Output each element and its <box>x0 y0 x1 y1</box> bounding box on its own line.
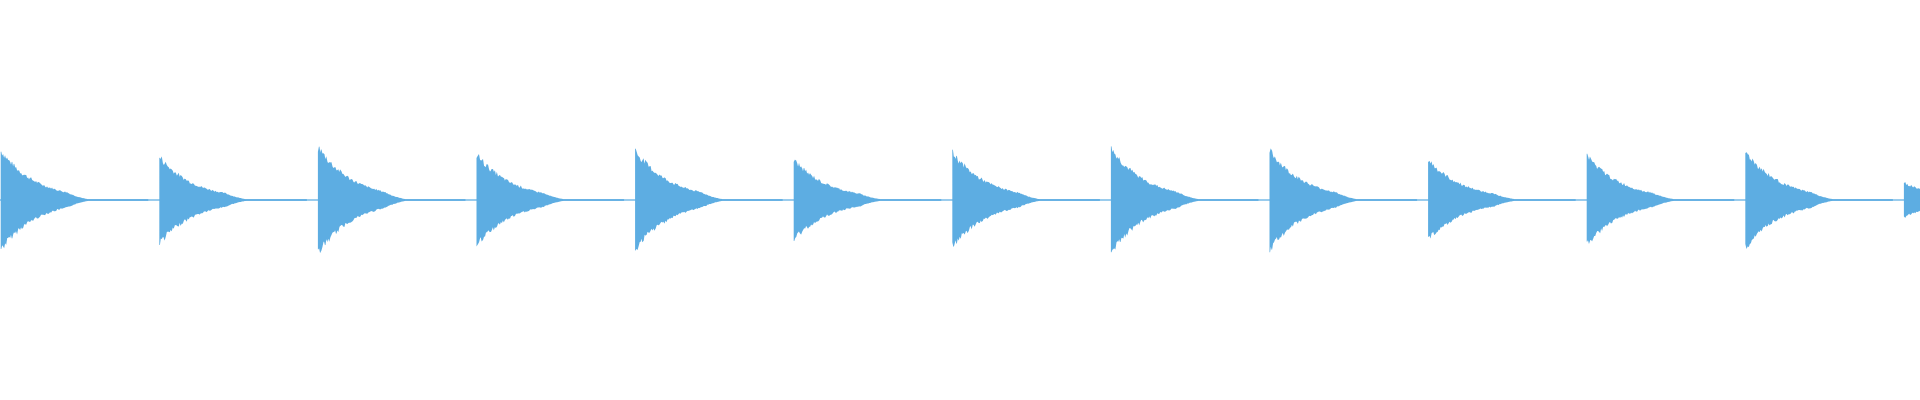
waveform-pulse-10-shape <box>1428 160 1576 239</box>
waveform-pulse-4-shape <box>476 154 625 247</box>
waveform-pulse-5 <box>635 148 783 251</box>
waveform-pulse-8-shape <box>1110 146 1259 253</box>
waveform-pulse-11-shape <box>1586 153 1735 245</box>
waveform-pulse-1 <box>0 151 149 249</box>
waveform-pulse-9 <box>1269 148 1418 253</box>
waveform-pulse-4 <box>476 154 625 247</box>
waveform-pulse-11 <box>1586 153 1735 245</box>
waveform-pulse-10 <box>1428 160 1576 239</box>
waveform-pulse-7-shape <box>952 149 1100 247</box>
waveform-pulse-3-shape <box>317 146 466 254</box>
waveform-pulse-12-shape <box>1745 152 1893 250</box>
waveform-pulse-2-shape <box>159 156 307 245</box>
waveform-pulse-6 <box>793 159 942 241</box>
waveform-pulse-trailing <box>1903 182 1920 218</box>
waveform-pulse-trailing-shape <box>1903 182 1920 218</box>
waveform-pulse-9-shape <box>1269 148 1418 253</box>
waveform-pulse-8 <box>1110 146 1259 253</box>
waveform-pulse-7 <box>952 149 1100 247</box>
waveform-pulse-3 <box>317 146 466 254</box>
waveform-pulse-12 <box>1745 152 1893 250</box>
waveform-pulse-6-shape <box>793 159 942 241</box>
waveform-pulse-2 <box>159 156 307 245</box>
waveform-pulse-1-shape <box>0 151 149 249</box>
waveform-pulse-5-shape <box>635 148 783 251</box>
